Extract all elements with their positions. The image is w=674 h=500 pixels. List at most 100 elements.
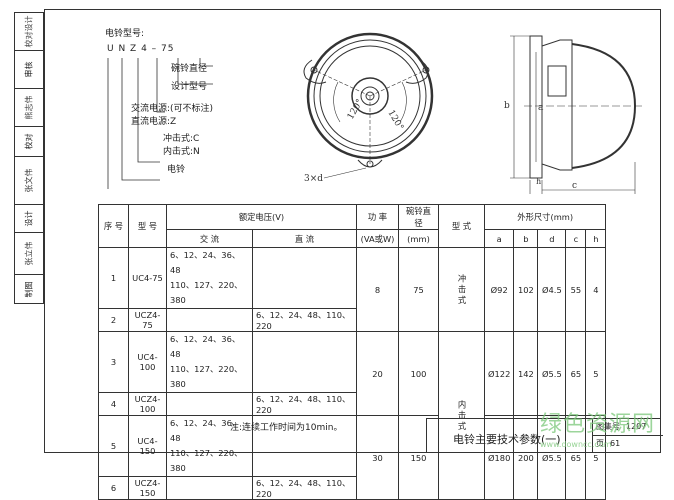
header-ac: 交 流 — [166, 229, 253, 248]
cell-d: Ø5.5 — [537, 331, 567, 416]
legend-dc: 直流电源:Z — [131, 117, 177, 127]
role-text: 校对 — [24, 133, 34, 150]
watermark: 绿色资源网 — [540, 412, 656, 437]
cell-ac — [166, 476, 253, 500]
cell-b: 142 — [513, 331, 539, 416]
role-cell: 审核 — [15, 51, 43, 89]
cell-power: 8 — [356, 247, 399, 332]
signature-text: 校对设计 — [24, 15, 34, 48]
dim-b-label: b — [504, 101, 510, 111]
holes-label: 3×d — [304, 174, 323, 184]
cell-ac — [166, 308, 253, 332]
type-text: 冲 击 式 — [457, 274, 467, 305]
cell-b: 102 — [513, 247, 539, 332]
header-dc: 直 流 — [252, 229, 357, 248]
spec-table: 序 号 型 号 额定电压(V) 功 率 碗铃直径 型 式 外形尺寸(mm) 交 … — [98, 204, 607, 500]
role-cell: 校对 — [15, 127, 43, 157]
signature-cell: 校对设计 — [15, 13, 43, 51]
signature-cell: 张文伟 — [15, 157, 43, 205]
header-bowl: 碗铃直径 — [398, 204, 439, 230]
role-text: 审核 — [24, 61, 34, 78]
role-text: 制图 — [24, 281, 34, 297]
legend-leader-lines — [107, 58, 213, 189]
cell-type: 冲 击 式 — [438, 247, 485, 332]
bell-front-view — [303, 32, 434, 179]
cell-ac — [166, 392, 253, 416]
header-d: d — [537, 229, 567, 248]
cell-a: Ø122 — [483, 331, 515, 416]
cell-no: 1 — [98, 247, 129, 309]
header-bowl-unit: (mm) — [398, 229, 439, 248]
title-meta: 图集号 1207 页 61 — [592, 419, 663, 452]
header-no: 序 号 — [98, 204, 129, 248]
header-power: 功 率 — [356, 204, 399, 230]
cell-h: 4 — [585, 247, 607, 332]
cell-no: 3 — [98, 331, 129, 393]
cell-model: UCZ4-75 — [128, 308, 167, 332]
cell-no: 4 — [98, 392, 129, 416]
cell-dc: 6、12、24、48、110、220 — [252, 308, 357, 332]
legend-title: 电铃型号: — [105, 29, 145, 39]
atlas-label: 图集号 — [596, 422, 620, 432]
cell-no: 2 — [98, 308, 129, 332]
cell-model: UC4-75 — [128, 247, 167, 309]
footnote: 注:连续工作时间为10min。 — [230, 423, 343, 433]
header-model: 型 号 — [128, 204, 167, 248]
header-power-unit: (VA或W) — [356, 229, 399, 248]
cell-model: UCZ4-100 — [128, 392, 167, 416]
cell-ac-line: 110、127、220、380 — [170, 364, 243, 389]
cell-ac-line: 6、12、24、36、48 — [170, 334, 241, 359]
cell-no: 6 — [98, 476, 129, 500]
cell-no: 5 — [98, 415, 129, 477]
page-label: 页 — [596, 439, 604, 449]
cell-model: UC4-150 — [128, 415, 167, 477]
cell-dc — [252, 247, 357, 309]
cell-bowl: 100 — [398, 331, 439, 416]
signature-text: 张文伟 — [24, 168, 34, 193]
cell-power: 20 — [356, 331, 399, 416]
cell-model: UCZ4-150 — [128, 476, 167, 500]
signature-cell: 张立伟 — [15, 233, 43, 275]
atlas-row: 图集号 1207 — [593, 419, 663, 436]
atlas-value: 1207 — [626, 422, 647, 432]
role-cell: 设计 — [15, 205, 43, 233]
cell-ac: 6、12、24、36、48 110、127、220、380 — [166, 331, 253, 393]
header-c: c — [565, 229, 587, 248]
cell-c: 65 — [565, 331, 587, 416]
drawing-title: 电铃主要技术参数(一) — [453, 433, 561, 446]
header-b: b — [513, 229, 539, 248]
cell-model: UC4-100 — [128, 331, 167, 393]
cell-dc: 6、12、24、48、110、220 — [252, 392, 357, 416]
signature-cell: 熊志伟 — [15, 89, 43, 127]
cell-ac-line: 6、12、24、36、48 — [170, 250, 241, 275]
cell-bowl: 75 — [398, 247, 439, 332]
legend-design: 设计型号 — [171, 82, 208, 92]
header-h: h — [585, 229, 607, 248]
signature-text: 张立伟 — [24, 241, 34, 266]
dim-a-label: a — [538, 103, 544, 113]
role-text: 设计 — [24, 210, 34, 227]
signature-strip: 校对设计 审核 熊志伟 校对 张文伟 设计 张立伟 制图 — [14, 12, 44, 304]
legend-bell: 电铃 — [167, 165, 186, 175]
model-legend: 电铃型号: U N Z 4 – 75 碗铃直径 设计型号 交流电源:(可不标注)… — [105, 26, 225, 189]
cell-ac-line: 110、127、220、380 — [170, 448, 243, 473]
dim-c-label: c — [572, 181, 577, 191]
type-text: 内 击 式 — [457, 400, 467, 431]
page-value: 61 — [610, 439, 621, 449]
legend-ac: 交流电源:(可不标注) — [131, 104, 214, 114]
legend-model: U N Z 4 – 75 — [107, 44, 175, 54]
signature-text: 熊志伟 — [24, 95, 34, 120]
legend-inner: 内击式:N — [163, 147, 200, 157]
header-type: 型 式 — [438, 204, 485, 248]
role-cell: 制图 — [15, 275, 43, 303]
cell-d: Ø4.5 — [537, 247, 567, 332]
cell-h: 5 — [585, 331, 607, 416]
legend-strike: 冲击式:C — [163, 134, 200, 144]
bell-side-view — [510, 35, 642, 194]
watermark-url: www.downcc.com — [540, 440, 612, 449]
cell-ac: 6、12、24、36、48 110、127、220、380 — [166, 247, 253, 309]
cell-dc: 6、12、24、48、110、220 — [252, 476, 357, 500]
cell-ac-line: 110、127、220、380 — [170, 280, 243, 305]
cell-power: 30 — [356, 415, 399, 500]
